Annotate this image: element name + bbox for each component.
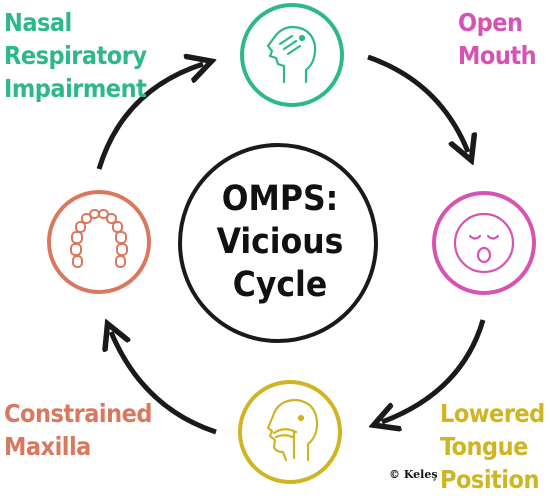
label-maxilla-line-1: Constrained <box>4 399 152 428</box>
label-nasal-line-1: Nasal <box>4 8 72 37</box>
label-tongue-line-3: Position <box>440 465 539 494</box>
center-title-line-3: Cycle <box>232 265 328 305</box>
label-tongue-line-1: Lowered <box>440 399 545 428</box>
center-title: OMPS: Vicious Cycle <box>205 178 355 307</box>
label-mouth-line-1: Open <box>458 8 523 37</box>
dental-arch-icon <box>70 209 128 268</box>
arrow-tongue-to-maxilla <box>111 332 217 435</box>
label-tongue: Lowered Tongue Position <box>440 397 545 496</box>
node-nasal <box>240 3 344 107</box>
label-mouth: Open Mouth <box>458 6 537 72</box>
head-profile-tongue-icon <box>266 398 319 462</box>
node-mouth <box>432 191 536 295</box>
arrow-nasal-to-mouth <box>367 54 468 152</box>
label-nasal-line-3: Impairment <box>4 74 147 103</box>
label-maxilla-line-2: Maxilla <box>4 432 91 461</box>
center-title-line-2: Vicious <box>216 222 344 262</box>
label-nasal-line-2: Respiratory <box>4 41 147 70</box>
arrow-mouth-to-tongue <box>382 319 486 422</box>
center-title-line-1: OMPS: <box>221 179 339 219</box>
open-mouth-face-icon <box>453 212 515 274</box>
nose-airway-icon <box>266 25 317 84</box>
label-nasal: Nasal Respiratory Impairment <box>4 6 147 105</box>
label-tongue-line-2: Tongue <box>440 432 528 461</box>
center-circle <box>178 143 378 343</box>
label-maxilla: Constrained Maxilla <box>4 397 152 463</box>
node-tongue <box>238 380 342 484</box>
node-maxilla <box>47 190 151 294</box>
copyright-credit: © Keleş <box>389 468 438 481</box>
label-mouth-line-2: Mouth <box>458 41 537 70</box>
arrow-maxilla-to-nasal <box>96 64 203 170</box>
